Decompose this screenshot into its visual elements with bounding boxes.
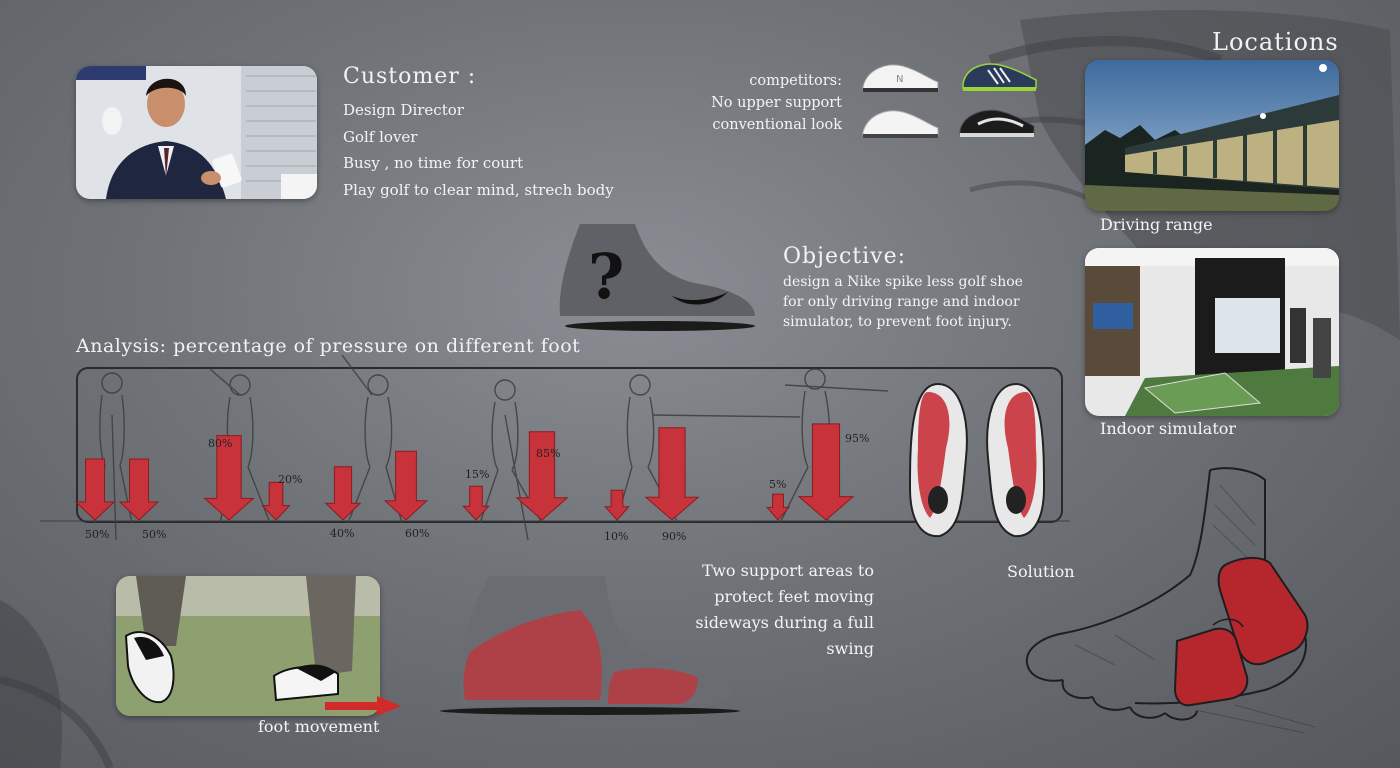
customer-details: Design Director Golf lover Busy , no tim… [343, 97, 614, 203]
pct-right-2: 20% [278, 473, 303, 486]
pct-left-6: 5% [769, 478, 787, 491]
support-line: sideways during a full [695, 613, 874, 632]
shoe-adidas [962, 63, 1037, 91]
analysis-frame [76, 367, 1063, 523]
shoe-white-nb: N [862, 64, 939, 92]
objective-title: Objective: [783, 244, 907, 269]
golfer-sketches [94, 355, 889, 541]
pct-right-5: 90% [662, 530, 687, 543]
pct-left-4: 15% [465, 468, 490, 481]
analysis-title: Analysis: percentage of pressure on diff… [76, 335, 581, 357]
driving-range-photo [1085, 60, 1339, 211]
customer-line: Play golf to clear mind, strech body [343, 180, 614, 199]
support-line: Two support areas to [702, 561, 874, 580]
golfer-address [94, 372, 133, 541]
pct-right-4: 85% [536, 447, 561, 460]
objective-line: design a Nike spike less golf shoe [783, 274, 1023, 290]
indoor-simulator-photo [1085, 248, 1339, 416]
foot-movement-photo [116, 576, 380, 716]
support-line: swing [826, 639, 874, 658]
golfer-finish [779, 368, 889, 524]
support-shoe [440, 576, 740, 715]
competitors-text: competitors: No upper support convention… [690, 70, 842, 136]
pct-right-6: 95% [845, 432, 870, 445]
pressure-insoles [908, 382, 1046, 538]
shoe-white-classic [862, 110, 939, 138]
competitors-line: No upper support [711, 95, 842, 111]
customer-photo [76, 66, 317, 199]
solution-foot-sketch [1025, 467, 1316, 734]
foot-movement-label: foot movement [258, 717, 380, 736]
pct-left-1: 50% [85, 528, 110, 541]
pct-left-5: 10% [604, 530, 629, 543]
objective-text: design a Nike spike less golf shoe for o… [783, 272, 1023, 332]
locations-title: Locations [1212, 28, 1339, 56]
support-text: Two support areas to protect feet moving… [640, 558, 874, 662]
pct-right-3: 60% [405, 527, 430, 540]
competitors-line: competitors: [749, 73, 842, 89]
customer-line: Golf lover [343, 127, 418, 146]
golfer-impact [615, 374, 801, 524]
shoe-puma [959, 109, 1035, 137]
indoor-simulator-label: Indoor simulator [1100, 419, 1237, 438]
competitors-line: conventional look [712, 117, 842, 133]
pct-right-1: 50% [142, 528, 167, 541]
question-mark-icon: ? [588, 240, 624, 313]
nike-swoosh-icon [672, 292, 728, 305]
pct-left-2: 80% [208, 437, 233, 450]
left-insole [908, 382, 968, 538]
driving-range-label: Driving range [1100, 215, 1213, 234]
movement-arrow-icon [325, 696, 401, 716]
golfer-top [341, 355, 403, 524]
right-insole [986, 382, 1046, 538]
objective-line: for only driving range and indoor [783, 294, 1020, 310]
mystery-shoe: ? [559, 224, 755, 331]
pct-left-3: 40% [330, 527, 355, 540]
competitor-shoes: N [862, 63, 1037, 138]
svg-text:N: N [896, 74, 903, 85]
ground-line [40, 520, 1070, 522]
customer-line: Design Director [343, 101, 464, 119]
support-pads [1173, 557, 1309, 707]
customer-line: Busy , no time for court [343, 154, 524, 172]
objective-line: simulator, to prevent foot injury. [783, 314, 1012, 330]
customer-title: Customer : [343, 64, 477, 89]
support-line: protect feet moving [714, 587, 874, 606]
golfer-downswing [479, 379, 543, 541]
solution-label: Solution [1007, 562, 1075, 581]
